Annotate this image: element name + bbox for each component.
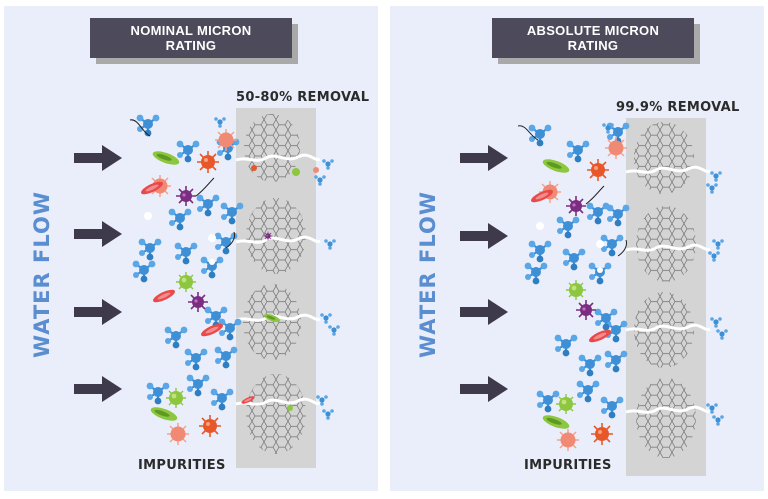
nominal-impurities-label: IMPURITIES	[138, 458, 226, 473]
nominal-title-box: NOMINAL MICRON RATING	[90, 18, 298, 64]
absolute-impurities-label: IMPURITIES	[524, 458, 612, 473]
virus-icon	[586, 158, 610, 182]
absolute-title-line2: RATING	[567, 38, 619, 53]
bacteria-icon	[199, 321, 225, 339]
virus-icon	[175, 185, 197, 207]
virus-icon	[166, 422, 190, 446]
flow-arrow-icon	[460, 376, 508, 402]
virus-icon	[196, 150, 220, 174]
green-microbe-icon	[565, 279, 587, 301]
green-microbe-icon	[555, 393, 577, 415]
flow-arrow-icon	[460, 223, 508, 249]
graphene-mesh-icon	[243, 114, 306, 454]
virus-icon	[604, 136, 628, 160]
virus-icon	[214, 128, 238, 152]
water-molecule-icon	[131, 113, 245, 412]
nominal-title-line1: NOMINAL MICRON	[130, 23, 252, 38]
flow-arrow-icon	[74, 299, 122, 325]
green-microbe-icon	[165, 387, 187, 409]
absolute-title: ABSOLUTE MICRON RATING	[492, 18, 694, 58]
flow-arrow-icon	[74, 221, 122, 247]
green-microbe-icon	[287, 405, 293, 411]
water-molecule-icon	[523, 121, 631, 420]
absolute-title-line1: ABSOLUTE MICRON	[526, 23, 660, 38]
flow-arrow-icon	[74, 376, 122, 402]
graphene-mesh-icon	[634, 122, 696, 458]
bacteria-icon	[149, 404, 179, 424]
bacteria-icon	[151, 148, 181, 168]
virus-icon	[556, 428, 580, 452]
virus-icon	[198, 414, 222, 438]
green-microbe-icon	[175, 271, 197, 293]
bacteria-icon	[151, 287, 177, 305]
virus-icon	[575, 299, 597, 321]
virus-icon	[187, 291, 209, 313]
flow-arrow-icon	[460, 145, 508, 171]
absolute-title-box: ABSOLUTE MICRON RATING	[492, 18, 700, 64]
flow-arrow-icon	[74, 145, 122, 171]
virus-icon	[313, 167, 319, 173]
virus-icon	[263, 231, 273, 241]
bacteria-icon	[541, 156, 571, 176]
bacteria-icon	[541, 412, 571, 432]
nominal-title-line2: RATING	[165, 38, 217, 53]
virus-icon	[565, 195, 587, 217]
flow-arrow-icon	[460, 299, 508, 325]
green-microbe-icon	[292, 168, 300, 176]
nominal-title: NOMINAL MICRON RATING	[90, 18, 292, 58]
absolute-removal-label: 99.9% REMOVAL	[616, 100, 740, 115]
virus-icon	[251, 165, 257, 171]
nominal-removal-label: 50-80% REMOVAL	[236, 90, 370, 105]
virus-icon	[590, 422, 614, 446]
